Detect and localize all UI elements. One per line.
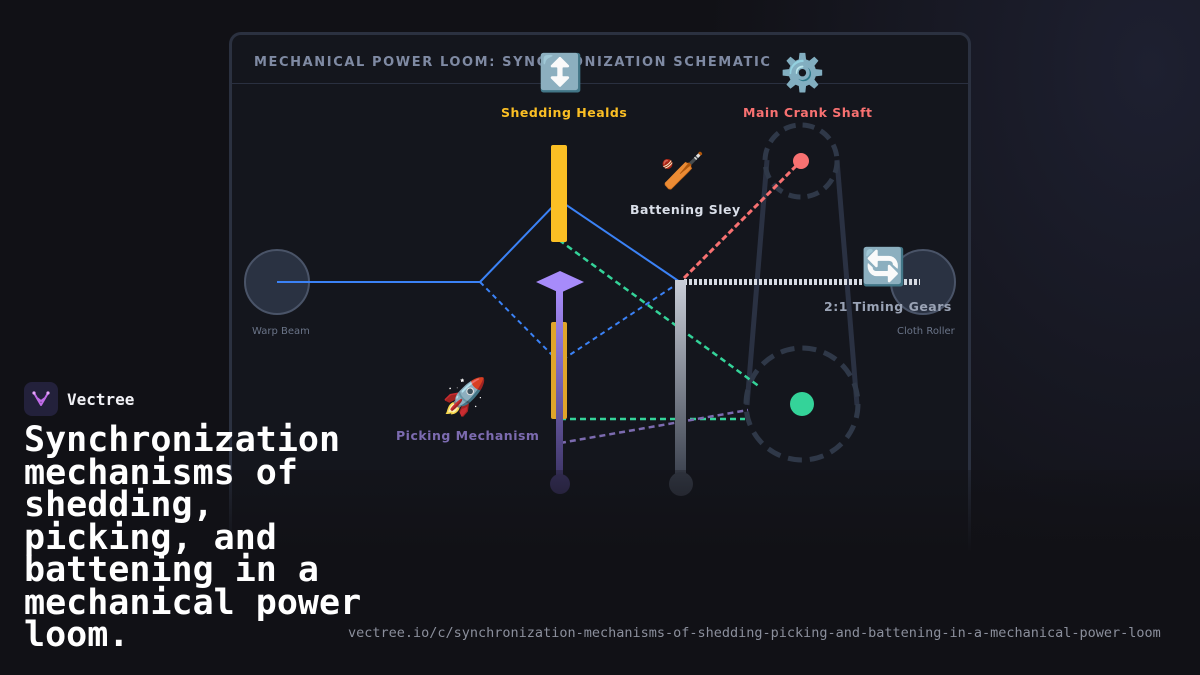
cloth-roller-label: Cloth Roller <box>897 326 955 337</box>
crank-connecting-rod <box>682 159 803 280</box>
headline: Synchronization mechanisms of shedding, … <box>24 420 362 655</box>
crank-shaft-label: Main Crank Shaft <box>743 105 873 120</box>
brand-name: Vectree <box>67 389 135 409</box>
picking-link <box>559 408 749 445</box>
page-url[interactable]: vectree.io/c/synchronization-mechanisms-… <box>348 625 1161 641</box>
sley-beam <box>675 280 686 480</box>
shuttle <box>536 271 584 293</box>
upper-heald-frame <box>551 145 567 242</box>
warp-shed-bottom <box>479 281 681 364</box>
rocket-icon: 🚀 <box>442 377 487 418</box>
picking-stick <box>556 290 563 480</box>
shedding-heald-label: Shedding Healds <box>501 105 628 120</box>
up-down-arrow-icon: ↕️ <box>538 53 583 94</box>
vectree-logo-icon <box>24 382 58 416</box>
battening-sley-label: Battening Sley <box>630 202 741 217</box>
timing-gear-wheel <box>743 345 861 463</box>
gear-icon: ⚙️ <box>780 53 825 94</box>
crank-wheel <box>762 122 840 200</box>
cycle-arrows-icon: 🔄 <box>861 247 906 288</box>
picking-mechanism-label: Picking Mechanism <box>396 428 540 443</box>
crank-pin <box>793 153 809 169</box>
brand: Vectree <box>24 382 134 416</box>
shedding-cam-link <box>558 238 761 389</box>
timing-gears-label: 2:1 Timing Gears <box>824 299 952 314</box>
cricket-bat-icon: 🏏 <box>660 151 705 192</box>
warp-beam-label: Warp Beam <box>252 326 310 337</box>
timing-gear-hub <box>790 392 814 416</box>
bottom-fade <box>0 470 1200 675</box>
schematic-title: MECHANICAL POWER LOOM: SYNCHRONIZATION S… <box>254 55 772 70</box>
panel-header: MECHANICAL POWER LOOM: SYNCHRONIZATION S… <box>232 35 968 84</box>
